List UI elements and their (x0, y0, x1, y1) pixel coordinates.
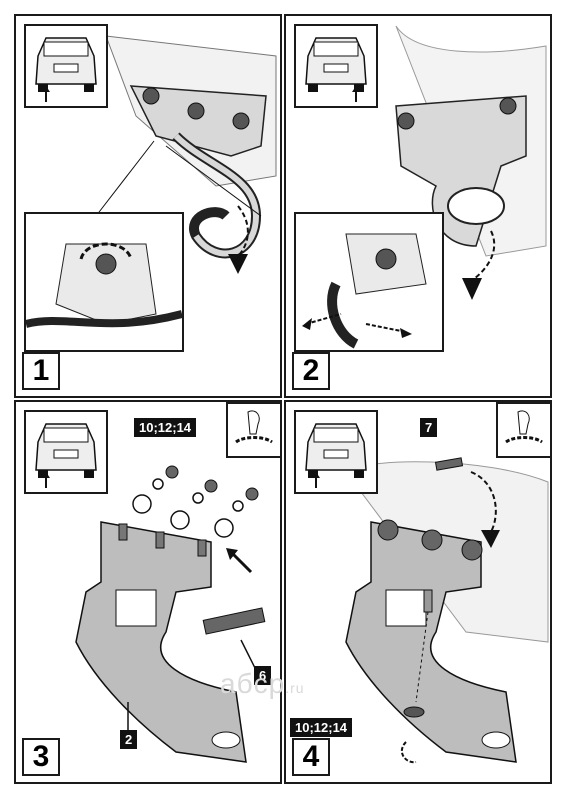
car-rear-icon (35, 37, 97, 102)
watermark-text: aбcp (220, 668, 286, 699)
hand-wrench-icon (235, 410, 273, 444)
step-number: 3 (22, 738, 60, 776)
car-rear-inset (294, 410, 378, 494)
part-number-2: 2 (120, 730, 138, 749)
step-number: 2 (292, 352, 330, 390)
watermark: aбcp.ru (220, 668, 305, 700)
hand-wrench-icon (505, 410, 543, 444)
bolt-sizes-label: 10;12;14 (134, 418, 197, 437)
bolt-sizes-label: 10;12;14 (290, 718, 353, 737)
step-number: 4 (292, 738, 330, 776)
step-2-illustration (395, 25, 547, 300)
step-3-panel: 10;12;14 6 2 3 (14, 400, 282, 784)
step-4-panel: 7 10;12;14 4 (284, 400, 552, 784)
part-number-6: 6 (254, 666, 272, 685)
car-rear-icon (35, 423, 97, 488)
watermark-suffix: .ru (285, 680, 305, 696)
step-3-illustration (75, 465, 266, 763)
step-4-illustration (345, 457, 549, 764)
step-1-panel: 1 (14, 14, 282, 398)
step-2-panel: 2 (284, 14, 552, 398)
part-number-7: 7 (420, 418, 438, 437)
detail-inset (294, 212, 444, 352)
car-rear-inset (24, 24, 108, 108)
car-rear-icon (305, 37, 367, 102)
detail-inset (24, 212, 184, 352)
hand-wrench-inset (226, 402, 280, 458)
step-number: 1 (22, 352, 60, 390)
car-rear-inset (294, 24, 378, 108)
hand-wrench-inset (496, 402, 550, 458)
step-1-illustration (95, 35, 277, 274)
car-rear-inset (24, 410, 108, 494)
car-rear-icon (305, 423, 367, 488)
